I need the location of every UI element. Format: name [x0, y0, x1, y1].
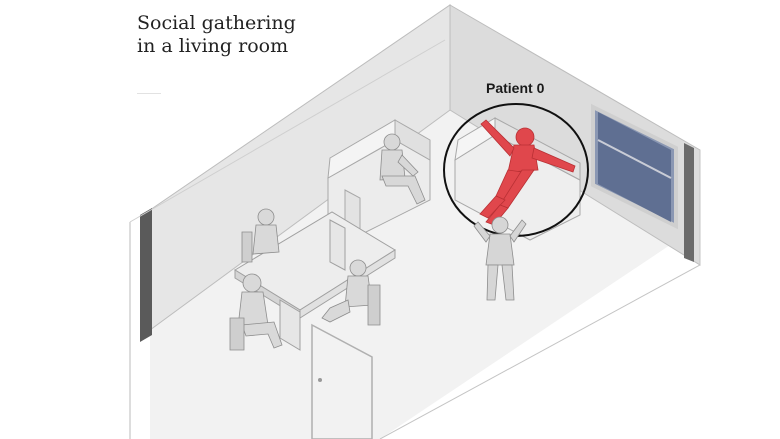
illustration-title: Social gathering in a living room [137, 12, 296, 58]
seated-person-table-2 [229, 273, 283, 351]
standing-person [473, 216, 527, 301]
wall-corner-post-right [684, 143, 694, 262]
title-underline [137, 93, 161, 94]
title-line-1: Social gathering [137, 12, 296, 34]
window [591, 103, 678, 230]
patient-zero-label: Patient 0 [486, 80, 545, 96]
patient-zero-figure [479, 119, 576, 226]
wall-corner-post [140, 208, 152, 342]
seated-person-table-3 [321, 259, 381, 326]
seated-person-table-1 [241, 208, 280, 263]
seated-person-sofa [379, 133, 426, 205]
door [311, 323, 373, 439]
title-line-2: in a living room [137, 35, 289, 57]
